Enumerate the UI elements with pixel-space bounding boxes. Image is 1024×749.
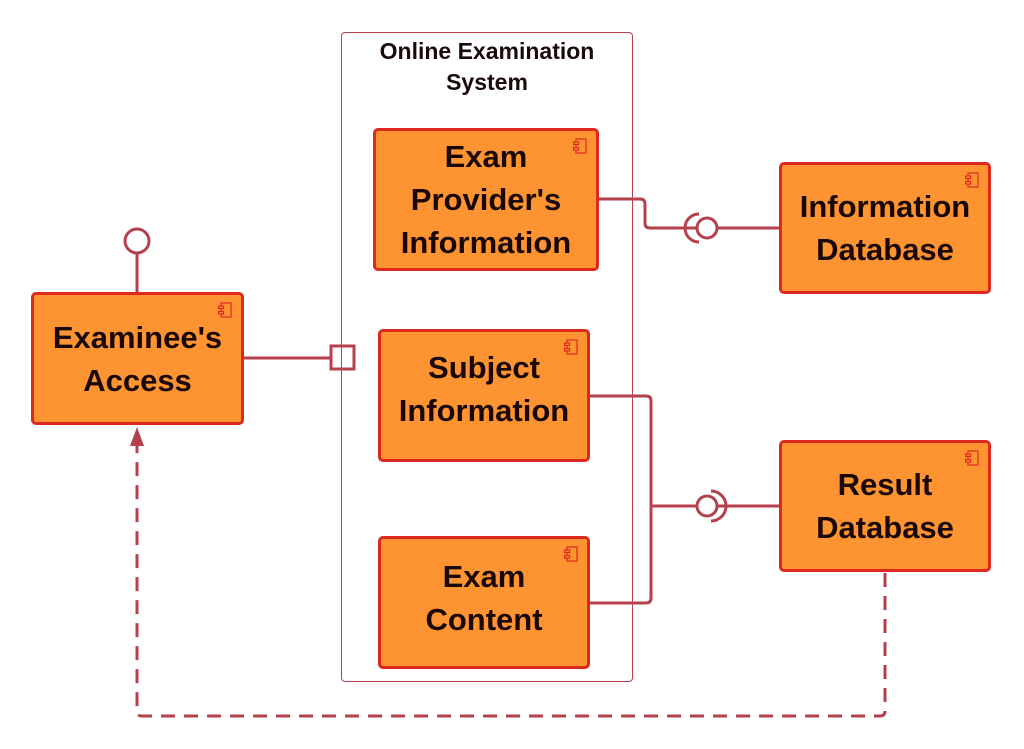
component-subject-information[interactable]: Subject Information <box>378 329 590 462</box>
component-icon <box>965 450 979 466</box>
provided-interface-ball-icon <box>695 494 719 518</box>
component-icon <box>564 339 578 355</box>
provided-interface-ball-icon <box>695 216 719 240</box>
provider-to-infodb-connector <box>598 197 696 230</box>
online-examination-system-boundary <box>341 32 633 682</box>
component-examinees-access[interactable]: Examinee's Access <box>31 292 244 425</box>
component-information-database[interactable]: Information Database <box>779 162 991 294</box>
component-icon <box>573 138 587 154</box>
component-result-database[interactable]: Result Database <box>779 440 991 572</box>
component-label: Subject Information <box>398 349 570 428</box>
component-icon <box>965 172 979 188</box>
component-label: Result Database <box>816 467 954 545</box>
arrowhead-icon <box>130 427 144 446</box>
dependency-dashed-arrow <box>135 442 887 718</box>
port-icon <box>329 344 356 371</box>
required-interface-socket-icon <box>683 212 700 244</box>
component-icon <box>564 546 578 562</box>
provided-interface-ball-icon <box>123 227 151 255</box>
component-exam-content[interactable]: Exam Content <box>378 536 590 669</box>
component-exam-providers-information[interactable]: Exam Provider's Information <box>373 128 599 271</box>
system-title-line1: Online Examination <box>379 38 595 64</box>
system-title-line2: System <box>446 69 528 95</box>
subject-content-bus-connector <box>589 394 653 605</box>
component-label: Exam Provider's Information <box>400 139 572 260</box>
system-title: Online Examination System <box>341 36 633 98</box>
component-label: Exam Content <box>425 558 543 637</box>
component-label: Information Database <box>799 189 971 267</box>
component-label: Examinee's Access <box>52 319 223 398</box>
component-icon <box>218 302 232 318</box>
